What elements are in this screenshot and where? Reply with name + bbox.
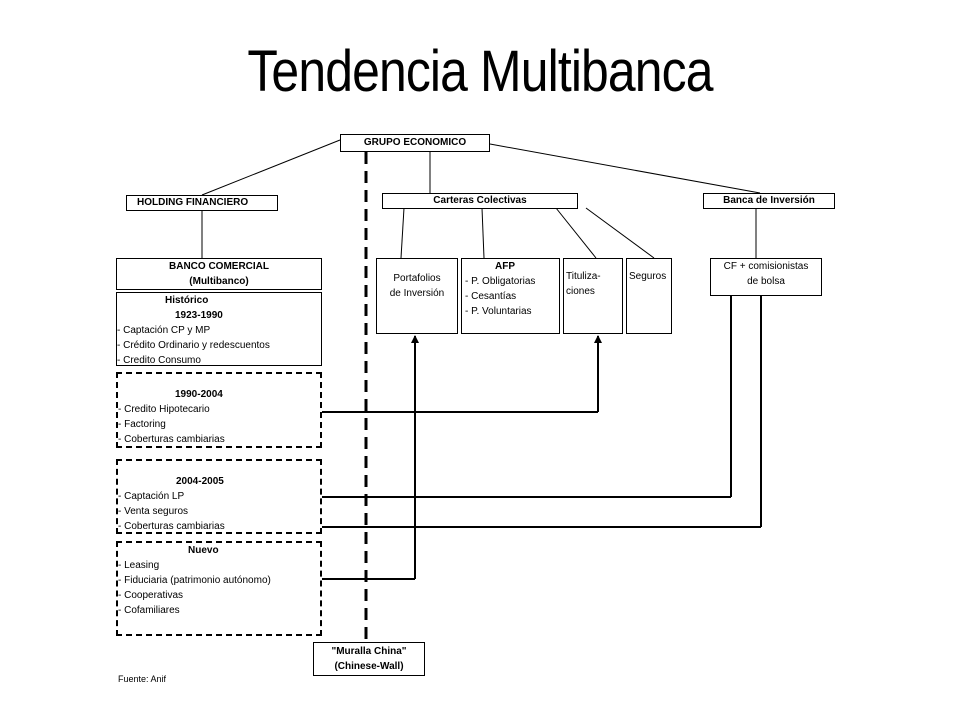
- node-grupo-economico: GRUPO ECONOMICO: [340, 134, 490, 152]
- node-portafolios: Portafolios de Inversión: [376, 258, 458, 334]
- period-historico: Histórico 1923-1990 - Captación CP y MP …: [116, 292, 322, 366]
- period-item: - Crédito Ordinario y redescuentos: [117, 340, 270, 351]
- portafolios-label-1: Portafolios: [393, 273, 441, 284]
- banco-comercial-sublabel: (Multibanco): [189, 276, 249, 287]
- period-years: 2004-2005: [176, 476, 224, 487]
- period-item: - Cooperativas: [118, 590, 184, 601]
- source-note: Fuente: Anif: [118, 674, 167, 684]
- period-item: - Factoring: [118, 419, 166, 430]
- cf-label-2: de bolsa: [747, 276, 785, 287]
- period-item: - Credito Hipotecario: [118, 404, 210, 415]
- node-seguros: Seguros: [626, 258, 672, 334]
- link-grupo-banca: [489, 143, 761, 194]
- period-item: - Fiduciaria (patrimonio autónomo): [118, 575, 271, 586]
- titularizaciones-label-1: Tituliza-: [566, 271, 601, 282]
- period-item: - Cofamiliares: [118, 605, 180, 616]
- period-item: - Captación CP y MP: [117, 325, 211, 336]
- muralla-sublabel: (Chinese-Wall): [334, 661, 404, 672]
- period-2004-2005: 2004-2005 - Captación LP - Venta seguros…: [116, 459, 322, 534]
- period-item: - Captación LP: [118, 491, 185, 502]
- period-heading: Nuevo: [188, 545, 219, 556]
- banco-comercial-label: BANCO COMERCIAL: [169, 261, 269, 272]
- period-heading: Histórico: [165, 295, 209, 306]
- period-item: - Coberturas cambiarias: [118, 434, 225, 445]
- afp-item: - Cesantías: [465, 291, 517, 302]
- link-carteras-titularizaciones: [555, 207, 597, 259]
- link-carteras-afp: [481, 207, 485, 259]
- link-grupo-holding: [201, 139, 341, 196]
- seguros-label: Seguros: [629, 271, 667, 282]
- cf-label-1: CF + comisionistas: [723, 261, 809, 272]
- link-carteras-portafolios: [400, 207, 405, 259]
- node-cf-comisionistas: CF + comisionistas de bolsa: [710, 258, 822, 296]
- muralla-label: "Muralla China": [331, 646, 407, 657]
- period-nuevo: Nuevo - Leasing - Fiduciaria (patrimonio…: [116, 541, 322, 636]
- period-item: - Leasing: [118, 560, 160, 571]
- period-item: - Coberturas cambiarias: [118, 521, 225, 532]
- period-item: - Venta seguros: [118, 506, 189, 517]
- banca-inversion-label: Banca de Inversión: [723, 195, 815, 206]
- afp-item: - P. Voluntarias: [465, 306, 532, 317]
- node-carteras-colectivas: Carteras Colectivas: [382, 193, 578, 209]
- titularizaciones-label-2: ciones: [566, 286, 595, 297]
- period-item: - Credito Consumo: [117, 355, 201, 366]
- node-titularizaciones: Tituliza- ciones: [563, 258, 623, 334]
- period-years: 1923-1990: [175, 310, 223, 321]
- afp-item: - P. Obligatorias: [465, 276, 536, 287]
- period-1990-2004: 1990-2004 - Credito Hipotecario - Factor…: [116, 372, 322, 448]
- node-afp: AFP - P. Obligatorias - Cesantías - P. V…: [461, 258, 560, 334]
- link-carteras-seguros: [585, 207, 655, 259]
- grupo-label: GRUPO ECONOMICO: [363, 137, 467, 148]
- afp-title: AFP: [495, 261, 515, 272]
- node-muralla-china: "Muralla China" (Chinese-Wall): [313, 642, 425, 676]
- carteras-label: Carteras Colectivas: [433, 195, 527, 206]
- node-banco-comercial: BANCO COMERCIAL (Multibanco): [116, 258, 322, 290]
- period-years: 1990-2004: [175, 389, 223, 400]
- node-banca-inversion: Banca de Inversión: [703, 193, 835, 209]
- holding-label: HOLDING FINANCIERO: [137, 197, 249, 208]
- node-holding-financiero: HOLDING FINANCIERO: [126, 195, 278, 211]
- page-title: Tendencia Multibanca: [247, 39, 713, 104]
- portafolios-label-2: de Inversión: [389, 288, 445, 299]
